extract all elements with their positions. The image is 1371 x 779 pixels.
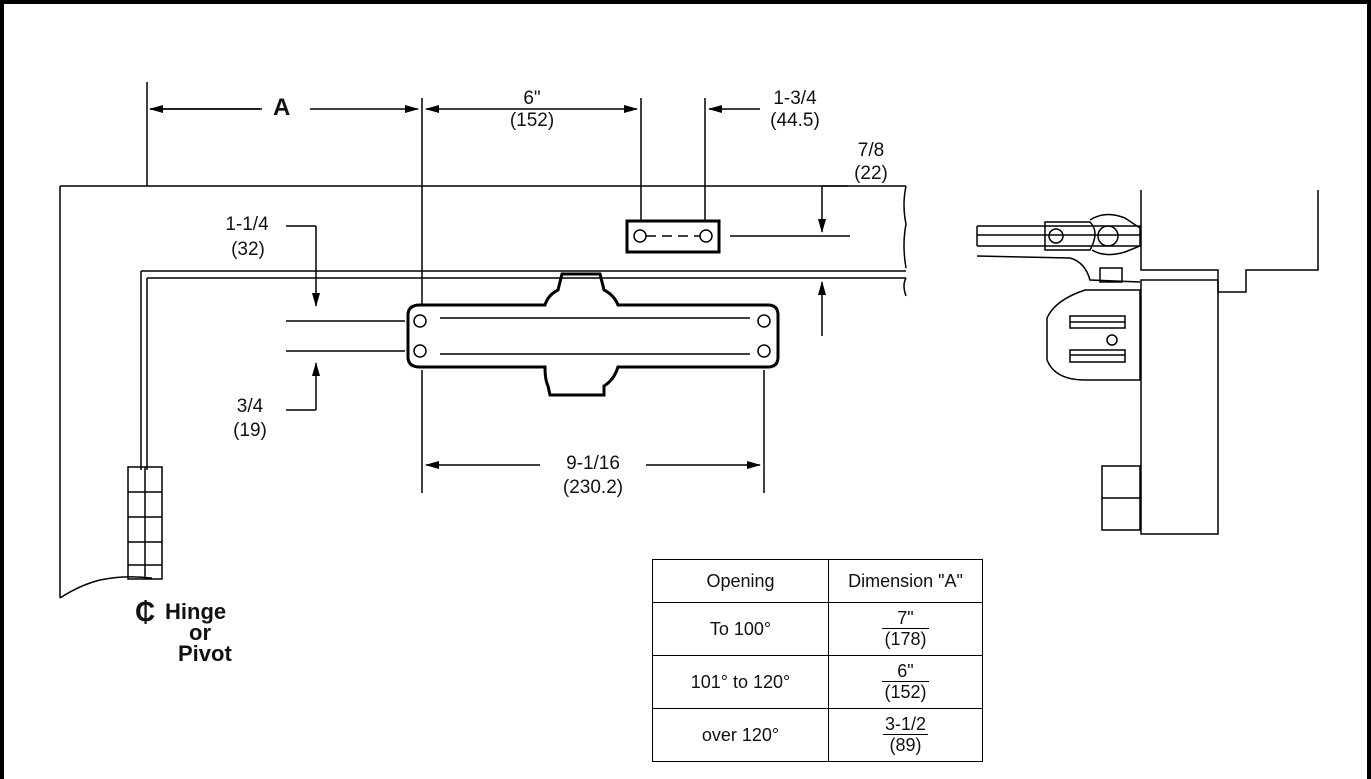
hinge [127, 466, 163, 580]
table-cell-opening: 101° to 120° [652, 655, 829, 709]
dimension-inches: 6" [882, 661, 929, 682]
table-row: 101° to 120° 6" (152) [652, 655, 983, 709]
dimension-six-inch-label: 6" [523, 88, 541, 109]
dimension-a-table: Opening Dimension "A" To 100° 7" (178) 1… [652, 559, 983, 762]
arm-bracket [625, 219, 721, 254]
dimension-nine-sixteenths-mm-label: (230.2) [562, 477, 624, 498]
table-header-dimension: Dimension "A" [828, 559, 983, 603]
table-row: To 100° 7" (178) [652, 602, 983, 656]
dimension-seven-eighths-mm-label: (22) [854, 163, 888, 184]
closer-body [406, 272, 780, 397]
hinge-label: Hinge [165, 599, 227, 624]
dimension-inches: 7" [882, 608, 929, 629]
table-header-row: Opening Dimension "A" [652, 559, 983, 603]
dimension-mm: (152) [884, 682, 927, 702]
extension-lines [146, 82, 850, 493]
table-cell-dimension: 3-1/2 (89) [828, 708, 983, 762]
dimension-one-one-quarter-mm-label: (32) [231, 239, 265, 260]
table-header-opening: Opening [652, 559, 829, 603]
table-cell-dimension: 6" (152) [828, 655, 983, 709]
dimension-three-quarter-mm-label: (19) [233, 420, 267, 441]
table-row: over 120° 3-1/2 (89) [652, 708, 983, 762]
table-cell-opening: To 100° [652, 602, 829, 656]
dimension-one-three-quarter-mm-label: (44.5) [770, 110, 820, 131]
pivot-label: Pivot [178, 641, 232, 666]
dimension-seven-eighths-label: 7/8 [857, 140, 885, 161]
table-cell-opening: over 120° [652, 708, 829, 762]
dimension-mm: (89) [889, 735, 922, 755]
dimension-fraction: 6" (152) [882, 661, 929, 702]
table-cell-dimension: 7" (178) [828, 602, 983, 656]
hinge-centerline-symbol: ₵ [135, 596, 156, 627]
hinge-or-label: or [189, 620, 211, 645]
dimension-lines [149, 105, 848, 469]
dimension-six-mm-label: (152) [509, 110, 555, 131]
frame-outline [59, 185, 907, 599]
side-view [976, 190, 1319, 535]
dimension-one-one-quarter-label: 1-1/4 [225, 214, 269, 235]
dimension-three-quarter-label: 3/4 [236, 396, 264, 417]
dimension-nine-sixteenths-label: 9-1/16 [566, 453, 620, 474]
dimension-a-label: A [273, 94, 291, 121]
dimension-one-three-quarter-label: 1-3/4 [773, 88, 817, 109]
dimension-fraction: 3-1/2 (89) [882, 714, 929, 755]
dimension-inches: 3-1/2 [882, 714, 929, 735]
dimension-fraction: 7" (178) [882, 608, 929, 649]
dimension-mm: (178) [884, 629, 927, 649]
